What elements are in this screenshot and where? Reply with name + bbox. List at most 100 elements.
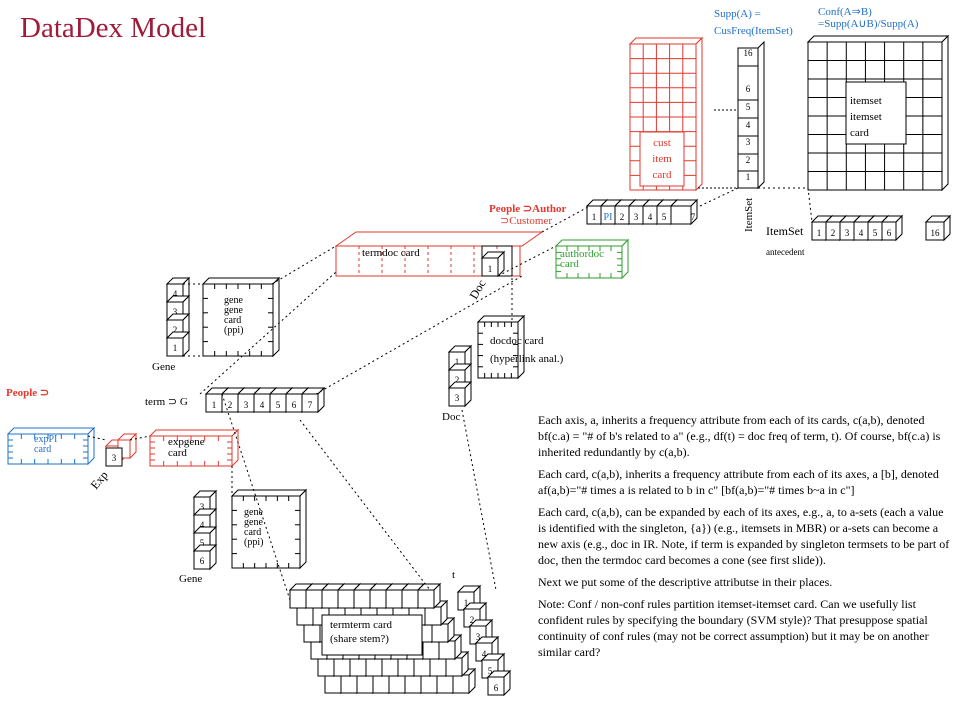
doc-axis-label: Doc — [466, 277, 488, 301]
term-axis-tick: 3 — [244, 400, 249, 410]
gene-gene-card-lower-side — [299, 488, 307, 570]
termterm-layer-cell — [289, 589, 307, 609]
doc-lower-axis-tick: 2 — [455, 375, 460, 385]
termterm-layer-cell — [417, 589, 435, 609]
note-paragraph: Next we put some of the descriptive attr… — [538, 575, 833, 589]
people-axis-tick: 4 — [648, 212, 653, 222]
gene-gene-card-upper — [202, 283, 274, 357]
termdoc-card-top — [334, 231, 544, 247]
docdoc-card-side — [517, 314, 525, 380]
termterm-layer-cell — [324, 674, 342, 694]
itemset-axis-tick: 5 — [746, 102, 751, 112]
authordoc-card-top — [554, 239, 630, 247]
itemset-axis-tick: 6 — [746, 84, 751, 94]
termterm-layer-cell — [404, 674, 422, 694]
conf-label: =Supp(A∪B)/Supp(A) — [818, 18, 919, 30]
itemset-card-label: card — [850, 127, 869, 139]
gene-card-label-upper: gene — [224, 295, 243, 306]
docdoc-label: docdoc card — [490, 335, 544, 347]
connector-line — [271, 245, 337, 285]
itemset-axis-tick: 1 — [746, 172, 751, 182]
termterm-label-box — [321, 614, 423, 656]
people-axis-tick: 3 — [634, 212, 639, 222]
termterm-layer-cell — [305, 589, 323, 609]
exppi-label: expPI — [34, 434, 57, 445]
termterm-layer-cell — [333, 657, 351, 677]
termterm-layer-cell — [353, 589, 371, 609]
gene-upper-axis-tick: 2 — [173, 325, 178, 335]
exp-axis-label: Exp — [88, 468, 111, 492]
gene-card-label-lower: card — [244, 527, 261, 538]
gene-upper-axis-tick: 3 — [173, 307, 178, 317]
termterm-layer-cell — [303, 623, 321, 643]
expgene-card-side — [231, 428, 239, 468]
doc-lower-axis-tick: 3 — [455, 393, 460, 403]
itemset-row-cell — [881, 221, 897, 241]
termterm-layer-cell — [296, 606, 314, 626]
termterm-layer-cell — [424, 606, 442, 626]
connector-line — [699, 187, 739, 207]
termterm-layer-cell — [372, 674, 390, 694]
termterm-layer-cell — [365, 657, 383, 677]
connector-line — [807, 187, 813, 223]
itemset-itemset-card-top — [806, 35, 950, 43]
term-axis-tick: 7 — [308, 400, 313, 410]
termterm-layer-cell — [388, 674, 406, 694]
authordoc-card — [555, 245, 623, 279]
gene-gene-card-lower — [231, 495, 301, 569]
t-axis-tick: 6 — [494, 683, 499, 693]
note-paragraph: Note: Conf / non-conf rules partition it… — [538, 597, 929, 659]
itemset-card-label: itemset — [850, 95, 882, 107]
t-axis-tick: 3 — [476, 632, 481, 642]
authordoc-card-side — [621, 238, 629, 280]
itemset-row-tick: 1 — [817, 228, 822, 238]
gene-card-label-upper: (ppi) — [224, 325, 243, 336]
itemset-row-tick: 16 — [931, 228, 941, 238]
supp-label: Supp(A) = — [714, 8, 761, 20]
itemset-row-tick: 4 — [859, 228, 864, 238]
termterm-layer-cell — [422, 640, 440, 660]
itemset-row-label: ItemSet — [766, 224, 804, 238]
people-axis-tick: 5 — [662, 212, 667, 222]
exppi-card-side — [87, 426, 95, 466]
gene-gene-card-lower-top — [230, 489, 308, 497]
people-axis-cell — [670, 205, 692, 225]
connector-line — [221, 393, 291, 601]
doc-axis-tick: 1 — [488, 264, 493, 274]
gene-card-label-lower: (ppi) — [244, 537, 263, 548]
itemset-row-tick: 3 — [845, 228, 850, 238]
itemset-axis-label: ItemSet — [743, 198, 755, 232]
termterm-layer-cell — [369, 589, 387, 609]
people-axis-tick: 2 — [620, 212, 625, 222]
gene-upper-axis-cell — [166, 337, 184, 357]
people-author-label: People ⊃Author — [489, 203, 566, 215]
itemset-axis-side — [757, 40, 765, 190]
termterm-layer-cell — [401, 589, 419, 609]
authordoc-label: authordoc — [560, 248, 604, 260]
note-paragraph: Each card, c(a,b), inherits a frequency … — [538, 467, 939, 497]
termterm-layer-cell — [317, 657, 335, 677]
termterm-label: (share stem?) — [330, 633, 389, 645]
exp-axis-tick-box — [105, 447, 123, 467]
termdoc-label: termdoc card — [362, 247, 420, 259]
itemset-row-tick: 6 — [887, 228, 892, 238]
docdoc-card-top — [476, 315, 526, 323]
termterm-label: termterm card — [330, 619, 392, 631]
gene-upper-label: Gene — [152, 361, 175, 373]
docdoc-label: (hyperlink anal.) — [490, 353, 564, 365]
gene-gene-card-upper-side — [272, 276, 280, 358]
itemset-axis-tick: 4 — [746, 120, 751, 130]
term-axis-label: term ⊃ G — [145, 396, 188, 408]
cust-item-label: cust — [653, 137, 671, 149]
termterm-layer-cell — [420, 674, 438, 694]
gene-card-label-upper: gene — [224, 305, 243, 316]
doc-lower-axis-cell — [448, 387, 466, 407]
t-axis-label: t — [452, 569, 455, 581]
term-axis-cell — [301, 393, 319, 413]
slide-title: DataDex Model — [20, 12, 207, 44]
itemset-itemset-card-side — [941, 34, 949, 192]
doc-axis-frame — [481, 245, 513, 277]
note-paragraph: Each axis, a, inherits a frequency attri… — [538, 413, 941, 459]
termterm-layer-cell — [340, 674, 358, 694]
cust-item-label: item — [652, 153, 672, 165]
